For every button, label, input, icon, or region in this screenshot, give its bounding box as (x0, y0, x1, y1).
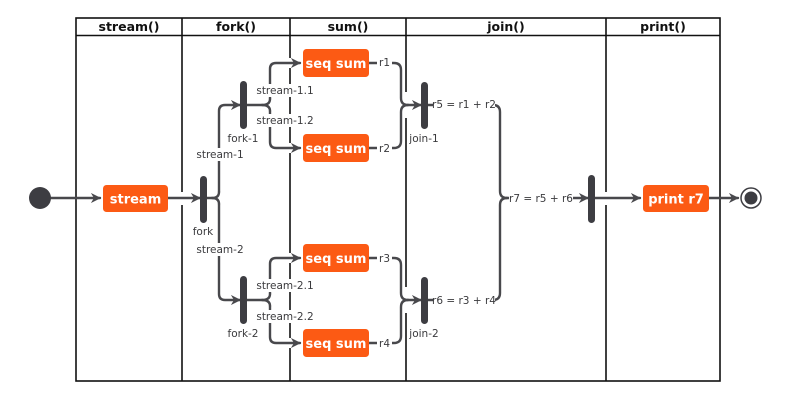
edge-fork1-branch-down (260, 103, 272, 113)
lane-title-print: print() (640, 19, 686, 34)
activity-seq-sum-2[interactable]: seq sum (303, 134, 369, 162)
edge-label-r2: r2 (379, 143, 390, 155)
activity-seq-sum-2-box[interactable] (303, 134, 369, 162)
edge-join2-join3 (425, 196, 509, 302)
edge-fork2-branch-up (244, 292, 272, 302)
swimlane-frame (75, 17, 721, 382)
activity-stream-label: stream (110, 193, 162, 208)
edge-label-r4: r4 (379, 338, 390, 350)
edges (49, 57, 740, 349)
activity-seq-sum-4-label: seq sum (306, 337, 367, 352)
edge-fork-fork2 (217, 202, 242, 306)
activity-print[interactable]: print r7 (643, 185, 709, 212)
edge-label-stream-1-1: stream-1.1 (256, 85, 313, 97)
activity-seq-sum-4-box[interactable] (303, 329, 369, 357)
edge-fork1-sum2 (268, 109, 302, 154)
join-1-bar (421, 82, 428, 129)
join-final-bar (588, 175, 595, 223)
lane-title-fork: fork() (216, 19, 256, 34)
edge-sum4-join2 (367, 298, 410, 345)
edge-sum1-join1 (367, 61, 410, 107)
fork-2-bar (240, 276, 247, 324)
final-node-dot (744, 191, 758, 205)
initial-node (29, 187, 51, 209)
edge-label-r1: r1 (379, 57, 390, 69)
activity-print-box[interactable] (643, 185, 709, 212)
edge-sum2-join1 (367, 103, 410, 150)
edge-fork2-sum4 (268, 304, 302, 349)
edge-label-r3: r3 (379, 253, 390, 265)
fork-1-bar-label: fork-1 (228, 133, 259, 145)
activity-seq-sum-4[interactable]: seq sum (303, 329, 369, 357)
join-2-bar-label: join-2 (408, 328, 438, 340)
activity-stream[interactable]: stream (103, 185, 168, 212)
lane-title-join: join() (486, 19, 524, 34)
activity-seq-sum-1-label: seq sum (306, 57, 367, 72)
activity-print-label: print r7 (648, 193, 704, 208)
edge-label-stream-2: stream-2 (196, 244, 243, 256)
activity-seq-sum-3[interactable]: seq sum (303, 244, 369, 272)
edge-label-r5: r5 = r1 + r2 (432, 99, 496, 111)
edge-fork1-sum1 (268, 57, 302, 101)
edge-fork2-branch-down (260, 298, 272, 308)
edge-label-stream-1: stream-1 (196, 149, 243, 161)
lane-title-stream: stream() (99, 19, 160, 34)
edge-sum3-join2 (367, 256, 410, 302)
fork-bar-label: fork (193, 226, 214, 238)
fork-bar (200, 176, 207, 223)
edge-label-r6: r6 = r3 + r4 (432, 295, 496, 307)
lane-title-sum: sum() (328, 19, 369, 34)
edge-fork1-branch-up (244, 97, 272, 107)
edge-fork-branch-down (210, 196, 221, 206)
swimlane-border (75, 17, 721, 382)
activity-seq-sum-3-label: seq sum (306, 252, 367, 267)
fork-1-bar (240, 81, 247, 129)
edge-label-stream-1-2: stream-1.2 (256, 115, 313, 127)
edge-fork2-sum3 (268, 252, 302, 296)
join-1-bar-label: join-1 (408, 133, 438, 145)
activity-stream-box[interactable] (103, 185, 168, 212)
activity-seq-sum-3-box[interactable] (303, 244, 369, 272)
activity-seq-sum-2-label: seq sum (306, 142, 367, 157)
edge-label-stream-2-1: stream-2.1 (256, 280, 313, 292)
final-node (740, 187, 762, 209)
activity-seq-sum-1[interactable]: seq sum (303, 49, 369, 77)
edge-fork-fork1 (217, 99, 242, 194)
edge-join1-join3 (425, 103, 509, 200)
fork-2-bar-label: fork-2 (228, 328, 259, 340)
edge-labels: stream-1 stream-2 stream-1.1 stream-1.2 … (196, 56, 573, 350)
join-2-bar (421, 277, 428, 324)
activity-seq-sum-1-box[interactable] (303, 49, 369, 77)
lane-dividers (181, 18, 607, 381)
edge-label-r7: r7 = r5 + r6 (509, 193, 573, 205)
edge-label-stream-2-2: stream-2.2 (256, 311, 313, 323)
